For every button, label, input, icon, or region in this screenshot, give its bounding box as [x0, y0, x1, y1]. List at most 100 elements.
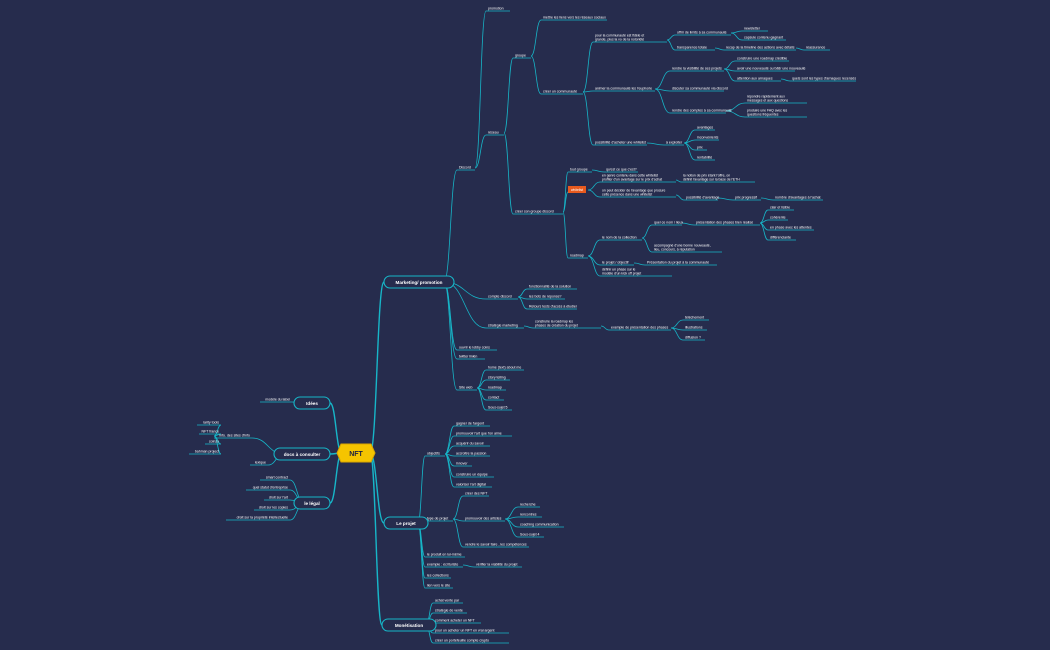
- node-strategie-vente[interactable]: stratégie de vente: [435, 609, 463, 613]
- node-nom-collection[interactable]: le nom de la collection: [602, 236, 637, 240]
- node-acheter-nft[interactable]: comment acheter un NFT: [435, 619, 476, 623]
- node-droit-art[interactable]: droit sur l'art: [269, 496, 288, 500]
- node-droit-copies[interactable]: droit sur les copies: [259, 506, 288, 510]
- node-promouvoir-art[interactable]: promouvoir l'art que l'on aime: [456, 432, 502, 436]
- node-promouvoir-artistes[interactable]: promouvoir des artistes: [465, 517, 502, 521]
- node-recherche[interactable]: recherche: [520, 503, 536, 507]
- node-telechargement[interactable]: téléchement: [685, 316, 704, 320]
- node-reassurance[interactable]: réassurance: [806, 46, 825, 50]
- node-rentabilite[interactable]: rentabilité: [697, 156, 712, 160]
- node-coherente[interactable]: cohérente: [770, 216, 786, 220]
- node-accompagne[interactable]: accompagné d'une bonne nouveauté,lieu, c…: [654, 243, 711, 251]
- node-marketing[interactable]: Marketing/ promotion: [383, 275, 455, 289]
- node-prix-progressif[interactable]: prix progressif: [735, 196, 757, 200]
- node-roadmap[interactable]: roadmap: [570, 254, 584, 258]
- node-coinzo[interactable]: coinzo: [209, 440, 219, 444]
- node-presentation-projet[interactable]: Présentation du projet à la communauté: [647, 261, 709, 265]
- node-monetisation[interactable]: Monétisation: [381, 618, 437, 632]
- node-nombre-avantages[interactable]: nombre d'avantages à l'achat: [775, 196, 821, 200]
- node-capsule[interactable]: capsule contenu gagnant: [744, 36, 783, 40]
- node-creer-nft[interactable]: créer des NFT: [465, 492, 488, 496]
- node-propriete[interactable]: droit sur la propriété intellectuelle: [237, 516, 288, 520]
- node-discuter[interactable]: discuter sa communauté via discord: [672, 87, 728, 91]
- node-nouveaute[interactable]: avoir une nouveauté ou bâtir une nouveau…: [737, 67, 806, 71]
- node-offrir-limits[interactable]: offrir de limits à sa communauté: [677, 31, 727, 35]
- node-docs[interactable]: docs à consulter: [273, 447, 331, 461]
- node-reseau[interactable]: réseau: [488, 131, 499, 135]
- node-presentation-phases[interactable]: présentation des phases bien réalisé: [696, 221, 753, 225]
- node-smart[interactable]: smart contract: [266, 476, 288, 480]
- node-modele-label[interactable]: modèle du label: [265, 398, 290, 402]
- node-innover[interactable]: innover: [456, 462, 468, 466]
- node-discord[interactable]: Discord: [459, 166, 471, 170]
- node-en-phase[interactable]: en phase avec les attentes: [770, 226, 812, 230]
- node-produit[interactable]: le produit en lui-même: [427, 553, 462, 557]
- node-attention[interactable]: attention aux arnaques: [737, 77, 773, 81]
- node-strategie[interactable]: stratégie marketing: [488, 324, 518, 328]
- node-a-exploiter[interactable]: à exploiter: [666, 141, 683, 145]
- node-idees[interactable]: Idées: [293, 396, 331, 410]
- node-sous-sujet[interactable]: Sous-sujet 5: [488, 406, 508, 410]
- node-construire-roadmap[interactable]: construire une roadmap crédible: [737, 57, 787, 61]
- node-bahman[interactable]: bahman project: [195, 450, 219, 454]
- node-mettre-liens[interactable]: mettre les liens vers les réseaux sociau…: [543, 16, 606, 20]
- node-construire-equipe[interactable]: construire un équipe: [456, 473, 488, 477]
- node-exemple-presentation[interactable]: exemple de présentation des phases: [611, 326, 668, 330]
- node-vendre[interactable]: vendre le savoir faire , les compétences: [465, 543, 527, 547]
- node-rencontres[interactable]: rencontres: [520, 513, 537, 517]
- node-home[interactable]: home (text) about me: [488, 366, 521, 370]
- node-root[interactable]: NFT: [336, 443, 376, 463]
- node-lien[interactable]: lien vers le site: [427, 584, 450, 588]
- node-clair-lisible[interactable]: clair et lisible: [770, 206, 790, 210]
- node-gagner[interactable]: gagner de l'argent: [456, 422, 484, 426]
- node-retours[interactable]: Retours tests d'accès à étudier: [529, 305, 578, 309]
- node-creer-communaute[interactable]: créer un communauté: [543, 90, 577, 94]
- node-promotion[interactable]: promotion: [488, 7, 504, 11]
- node-objectifs[interactable]: objectifs: [427, 452, 440, 456]
- node-twitter[interactable]: twitter linkin: [459, 355, 477, 359]
- node-sous-sujet4[interactable]: Sous-sujet 4: [520, 533, 540, 537]
- node-ouvrir-lobby[interactable]: ouvrir le lobby coins: [459, 346, 490, 350]
- node-acquerir[interactable]: acquérir du savoir: [456, 442, 485, 446]
- node-story[interactable]: story telling: [488, 376, 506, 380]
- node-roadmap-timeline[interactable]: recap de la timeline des actions avec dé…: [726, 46, 795, 50]
- node-le-projet[interactable]: Le projet: [383, 516, 429, 530]
- node-rendre-comptes[interactable]: rendre des comptes à sa communauté: [672, 109, 732, 113]
- node-verifier[interactable]: vérifier la viabilité du projet: [476, 563, 517, 567]
- node-lexique[interactable]: lexique: [255, 461, 266, 465]
- node-legal[interactable]: le légal: [293, 496, 331, 510]
- node-possibilite[interactable]: possibilité d'acheter une whitelist: [595, 141, 646, 145]
- node-whitelist[interactable]: whitelist: [568, 186, 586, 193]
- node-quels-sont[interactable]: quels sont les types d'arnaques recensés: [792, 77, 856, 81]
- node-site-web[interactable]: Site web: [459, 386, 472, 390]
- node-statut[interactable]: quel statut d'entreprise: [253, 486, 288, 490]
- node-roadmap-web[interactable]: roadmap: [488, 386, 502, 390]
- node-creer-portefeuille[interactable]: créer un portefeuille compte crypto: [435, 639, 489, 643]
- node-exemple-ecritures[interactable]: exemple : écrituriste: [427, 563, 458, 567]
- node-transparence[interactable]: transparence totale: [677, 46, 707, 50]
- node-animer[interactable]: animer la communauté les l'euphorie: [595, 87, 652, 91]
- node-pour-acheter[interactable]: pour un acheter un NFT en vrai argent: [435, 629, 494, 633]
- node-accroitre[interactable]: accroître la passion: [456, 452, 486, 456]
- node-infos-sites[interactable]: info. des sites d'info: [219, 434, 250, 438]
- node-coaching[interactable]: coaching communication: [520, 523, 559, 527]
- node-type-projet[interactable]: type de projet: [427, 517, 448, 521]
- node-contact[interactable]: contact: [488, 396, 499, 400]
- node-valoriser[interactable]: valoriser l'art digital: [456, 483, 486, 487]
- node-differenciante[interactable]: différenciante: [770, 236, 791, 240]
- node-peut-decider[interactable]: on peut décider de l'avantage que procur…: [602, 188, 666, 196]
- node-achat[interactable]: achat vente par: [435, 599, 460, 603]
- node-groupe[interactable]: groupe: [515, 54, 526, 58]
- node-projet-objectif[interactable]: le projet / objectif: [602, 261, 628, 265]
- node-rendre-visibilite[interactable]: rendre la visibilité de ses projets: [672, 67, 722, 71]
- node-quest-ce[interactable]: qu'est ce que c'est?: [606, 168, 637, 172]
- node-illustrations[interactable]: illustrations: [685, 326, 703, 330]
- node-bots[interactable]: les bots de réponse?: [529, 295, 562, 299]
- node-inconvenients[interactable]: inconvénients: [697, 136, 719, 140]
